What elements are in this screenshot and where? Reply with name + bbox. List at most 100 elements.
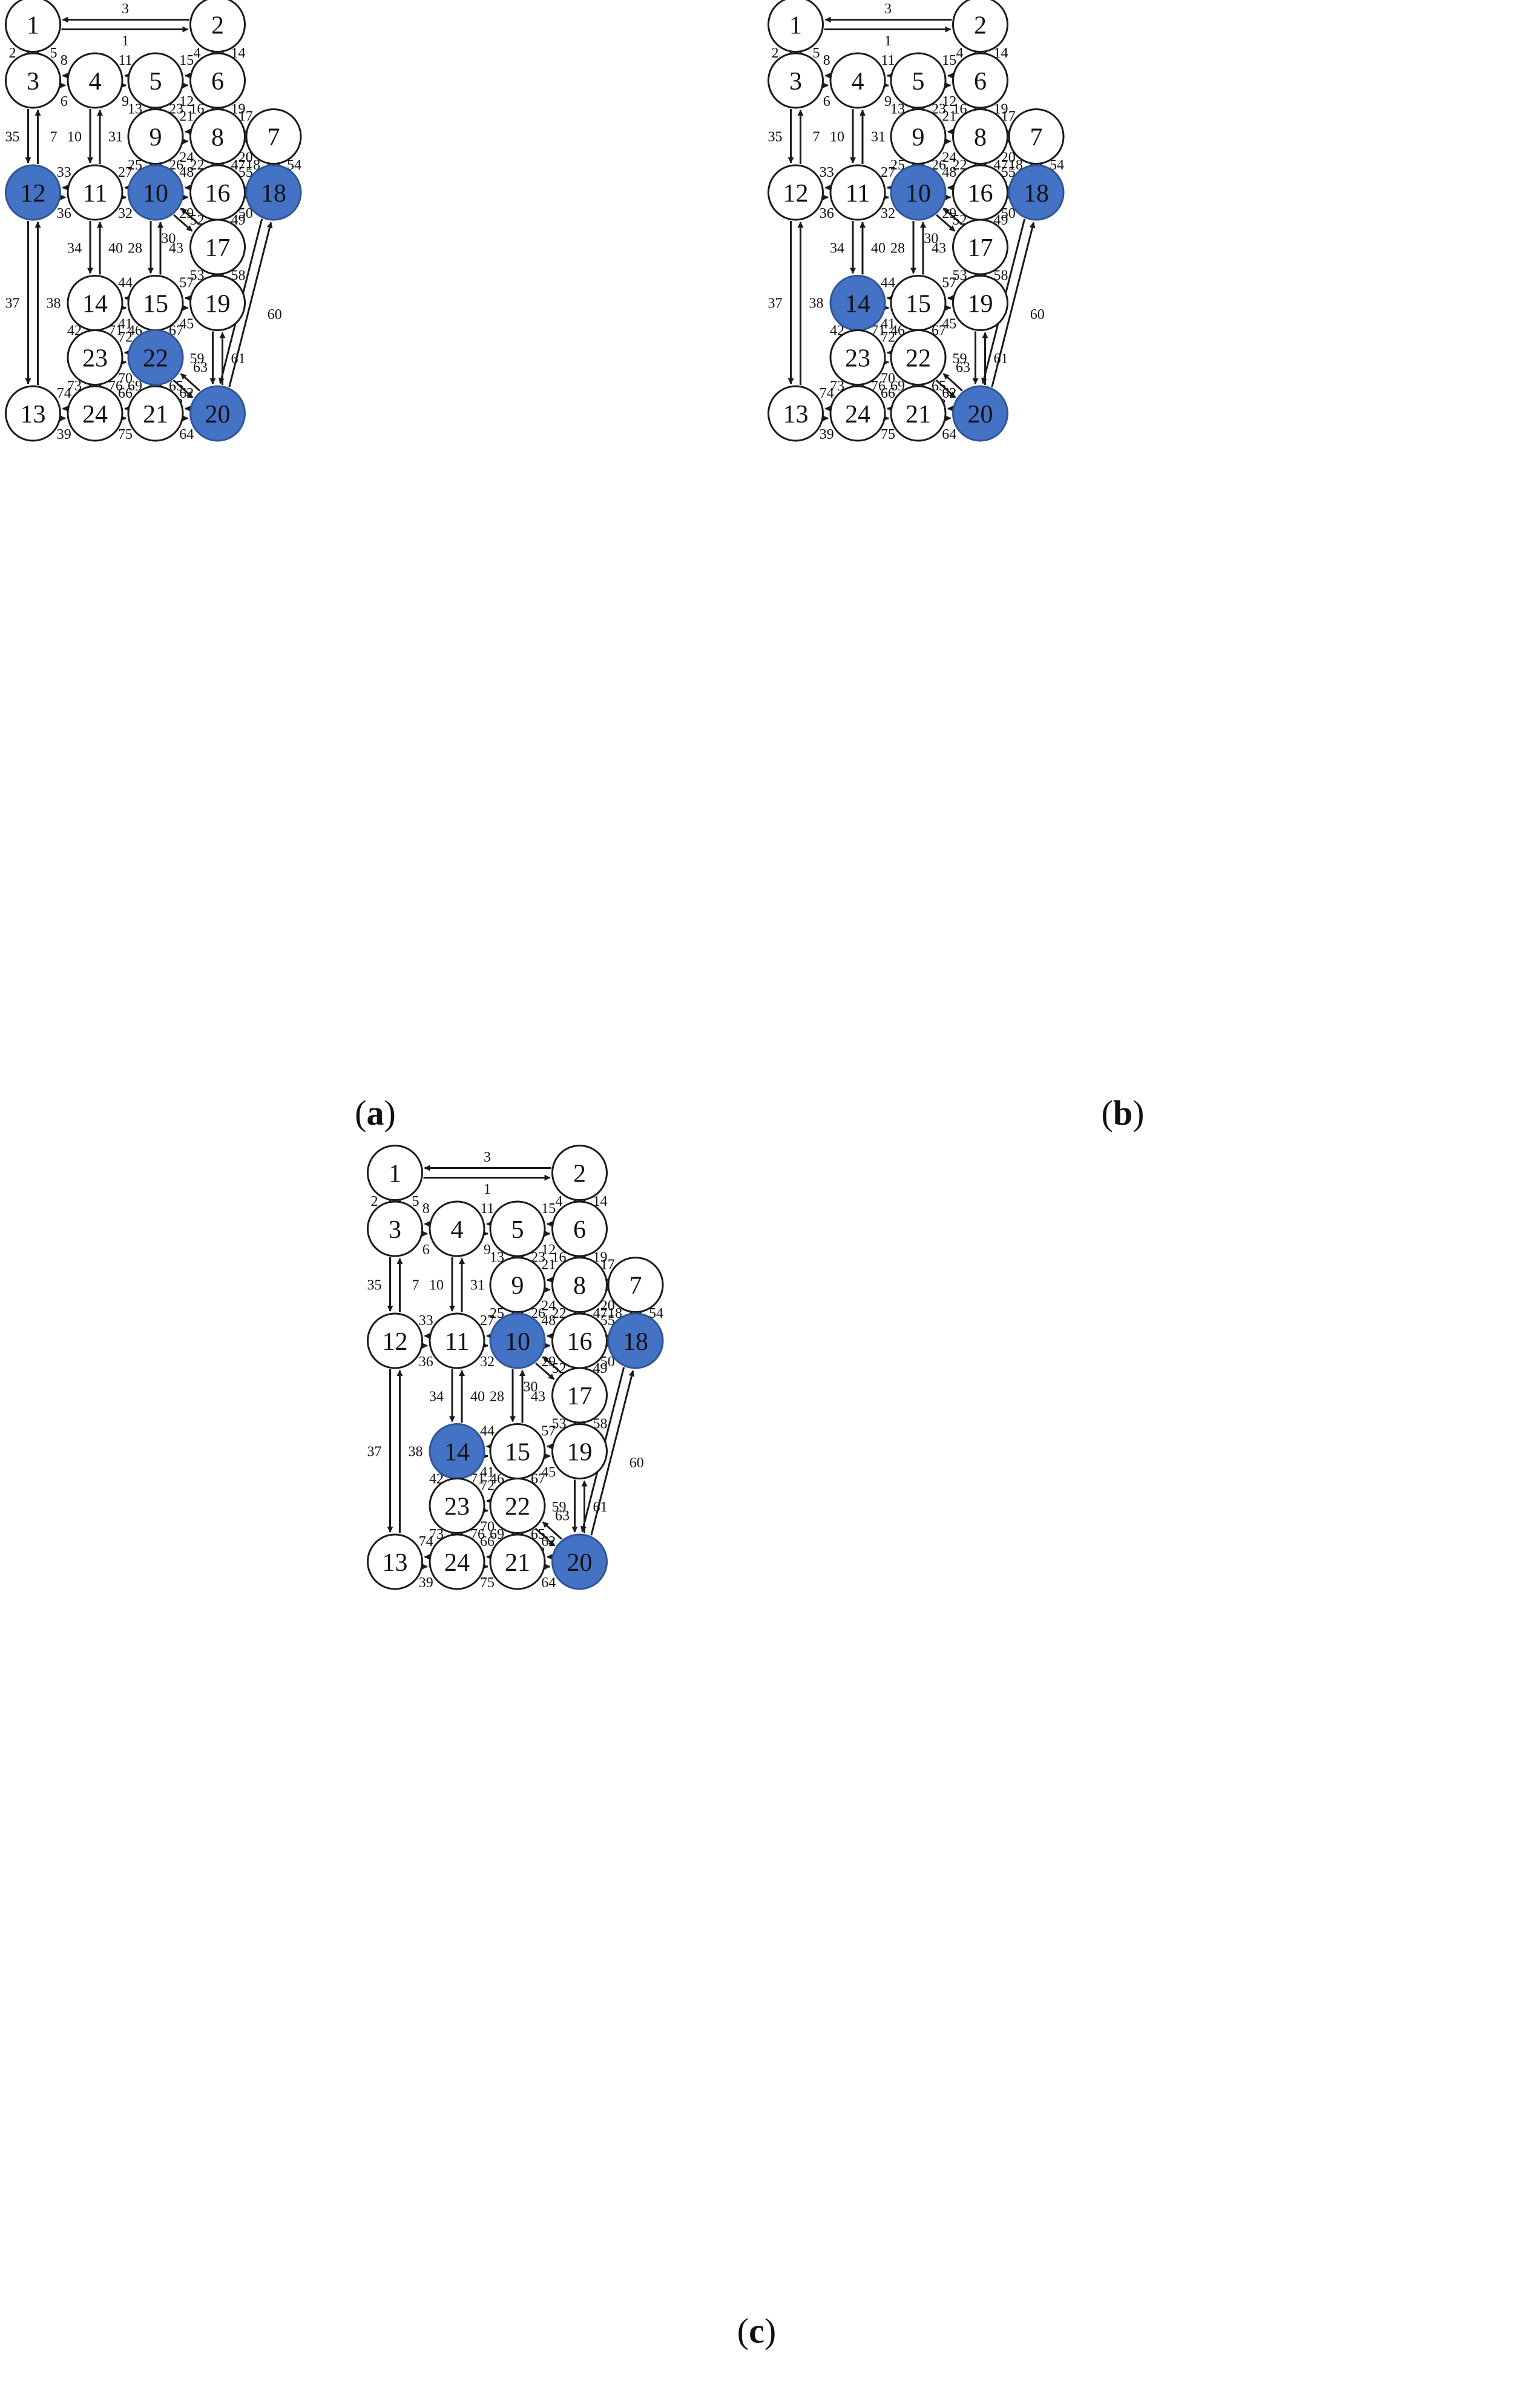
node — [429, 1200, 485, 1257]
node — [189, 52, 246, 109]
node-label: 18 — [261, 180, 286, 208]
node — [952, 219, 1008, 275]
link-label: 28 — [128, 240, 142, 256]
link-label: 40 — [470, 1389, 485, 1404]
node — [67, 329, 123, 386]
node-label: 16 — [968, 180, 993, 208]
link-label: 61 — [593, 1499, 608, 1515]
node — [189, 219, 246, 275]
node — [768, 164, 824, 221]
node-label: 6 — [974, 68, 987, 96]
node-label: 5 — [912, 68, 925, 96]
node-highlighted — [890, 164, 947, 221]
link-label: 45 — [541, 1465, 556, 1481]
link-label: 5 — [412, 1194, 419, 1209]
node-label: 13 — [783, 401, 809, 429]
node-label: 10 — [505, 1328, 530, 1356]
node — [551, 1257, 608, 1313]
link-60 — [590, 1370, 635, 1536]
link-label: 66 — [881, 386, 895, 401]
link-label: 61 — [231, 351, 246, 367]
node-highlighted — [551, 1533, 608, 1590]
node-label: 12 — [783, 180, 809, 208]
node — [5, 0, 61, 53]
node — [829, 385, 886, 442]
link-label: 66 — [480, 1534, 495, 1550]
node — [489, 1257, 546, 1313]
link-label: 35 — [768, 130, 783, 145]
node — [829, 329, 886, 386]
link-label: 7 — [412, 1278, 419, 1294]
node — [551, 1145, 608, 1201]
link-label: 31 — [108, 130, 123, 145]
link-label: 6 — [422, 1242, 430, 1258]
link-label: 62 — [541, 1534, 556, 1550]
link-label: 7 — [50, 130, 58, 145]
node-highlighted — [5, 164, 61, 221]
node-highlighted — [245, 164, 302, 221]
node — [189, 0, 246, 53]
node — [127, 385, 184, 442]
node — [429, 1533, 485, 1590]
link-label: 27 — [881, 165, 895, 180]
link-label: 9 — [484, 1242, 491, 1258]
node — [367, 1200, 423, 1257]
link-label: 34 — [67, 240, 82, 256]
node-highlighted — [127, 329, 184, 386]
node-label: 23 — [444, 1493, 470, 1521]
link-label: 30 — [161, 231, 176, 247]
node-label: 23 — [82, 345, 108, 373]
node — [890, 385, 947, 442]
link-label: 35 — [367, 1278, 382, 1294]
link-label: 34 — [830, 240, 844, 256]
node — [829, 52, 886, 109]
link-label: 74 — [57, 386, 71, 401]
link-label: 39 — [419, 1575, 433, 1591]
link-label: 15 — [179, 53, 194, 68]
node-highlighted — [607, 1312, 664, 1369]
node-label: 17 — [205, 234, 231, 262]
link-label: 37 — [5, 296, 20, 312]
link-30 — [936, 214, 956, 232]
node-label: 10 — [906, 180, 931, 208]
link-label: 31 — [871, 130, 886, 145]
link-label: 1 — [484, 1182, 491, 1197]
link-label: 38 — [409, 1444, 423, 1460]
node-label: 19 — [205, 291, 231, 318]
node-highlighted — [127, 164, 184, 221]
link-label: 39 — [820, 427, 834, 442]
link-label: 43 — [169, 240, 183, 256]
link-label: 40 — [871, 240, 886, 256]
node-label: 14 — [845, 291, 870, 318]
link-label: 31 — [470, 1278, 485, 1294]
node-label: 17 — [567, 1383, 593, 1410]
node-label: 4 — [89, 68, 102, 96]
link-label: 36 — [419, 1354, 433, 1370]
link-label: 12 — [942, 94, 956, 110]
link-label: 41 — [118, 317, 133, 332]
node-label: 7 — [268, 124, 280, 152]
node — [429, 1478, 485, 1534]
link-label: 59 — [953, 351, 967, 367]
node — [245, 108, 302, 165]
node — [607, 1257, 664, 1313]
link-label: 8 — [422, 1201, 430, 1217]
node-label: 21 — [906, 401, 931, 429]
node — [829, 164, 886, 221]
node-label: 19 — [567, 1439, 593, 1467]
link-label: 3 — [122, 1, 129, 17]
node-label: 12 — [21, 180, 46, 208]
link-label: 62 — [179, 386, 194, 401]
node-highlighted — [489, 1312, 546, 1369]
node-label: 24 — [845, 401, 870, 429]
link-label: 9 — [122, 94, 129, 110]
node-label: 15 — [143, 291, 168, 318]
node-label: 8 — [573, 1272, 586, 1300]
link-label: 9 — [884, 94, 892, 110]
link-label: 32 — [480, 1354, 495, 1370]
node-label: 11 — [83, 180, 107, 208]
